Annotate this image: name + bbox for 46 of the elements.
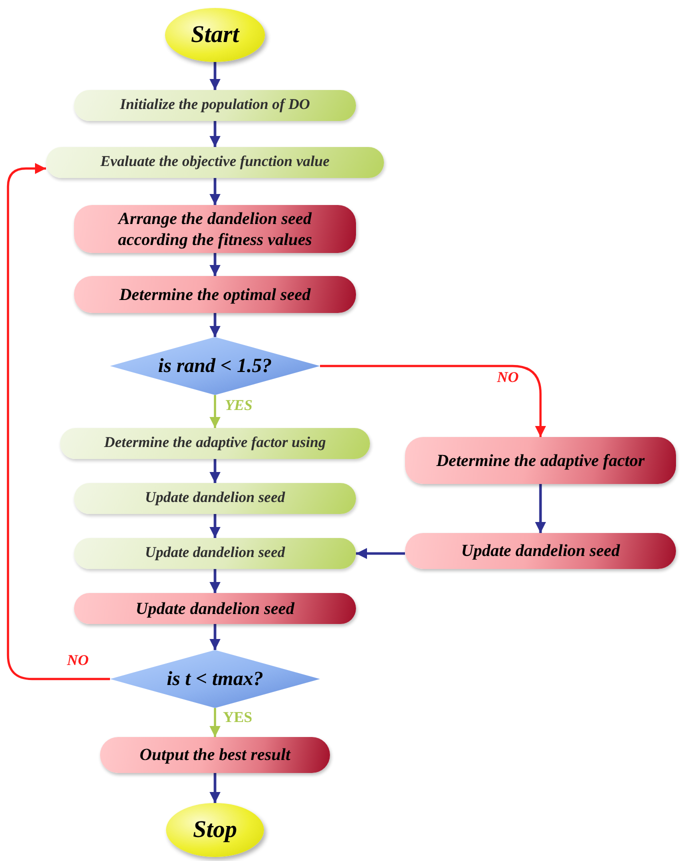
arrow	[6, 163, 110, 680]
process-label: Update dandelion seed	[145, 544, 285, 563]
decision-diamond	[110, 337, 320, 395]
arrow	[210, 773, 220, 803]
process-box	[74, 538, 356, 569]
process-label: Arrange the dandelion seed according the fitness values	[116, 208, 314, 250]
process-box	[46, 147, 384, 178]
process-box	[74, 483, 356, 514]
terminal-label: Start	[190, 23, 240, 47]
arrow	[210, 313, 220, 337]
process-box	[74, 276, 356, 313]
arrow	[210, 395, 220, 428]
decision-label: is rand < 1.5?	[158, 356, 272, 376]
arrow	[210, 459, 220, 483]
process-label: Output the best result	[140, 744, 290, 766]
terminal-label: Stop	[192, 818, 237, 842]
process-label: Evaluate the objective function value	[100, 153, 330, 172]
terminal-ellipse	[166, 803, 264, 857]
process-label: Update dandelion seed	[136, 598, 294, 620]
arrow	[210, 624, 220, 650]
process-box	[100, 737, 330, 773]
process-label: Update dandelion seed	[461, 540, 620, 562]
terminal-ellipse	[165, 8, 265, 62]
arrow	[320, 364, 546, 437]
decision-label: is t < tmax?	[166, 669, 264, 689]
process-box	[60, 428, 370, 459]
process-box	[74, 90, 356, 121]
process-label: Determine the optimal seed	[119, 284, 311, 306]
process-label: Determine the adaptive factor	[436, 450, 645, 472]
process-box	[74, 205, 356, 253]
arrow	[356, 548, 405, 559]
arrow	[210, 178, 220, 205]
process-box	[405, 437, 676, 484]
arrow	[535, 484, 546, 533]
arrow	[210, 708, 220, 737]
decision-diamond	[110, 650, 320, 708]
process-label: Update dandelion seed	[145, 489, 285, 508]
arrow	[210, 121, 220, 147]
arrow	[210, 569, 220, 593]
arrow	[210, 514, 220, 538]
arrow	[210, 253, 220, 276]
process-label: Determine the adaptive factor using	[104, 434, 326, 453]
process-box	[405, 533, 676, 569]
process-box	[74, 593, 356, 624]
process-label: Initialize the population of DO	[120, 96, 310, 115]
arrow	[210, 62, 220, 90]
